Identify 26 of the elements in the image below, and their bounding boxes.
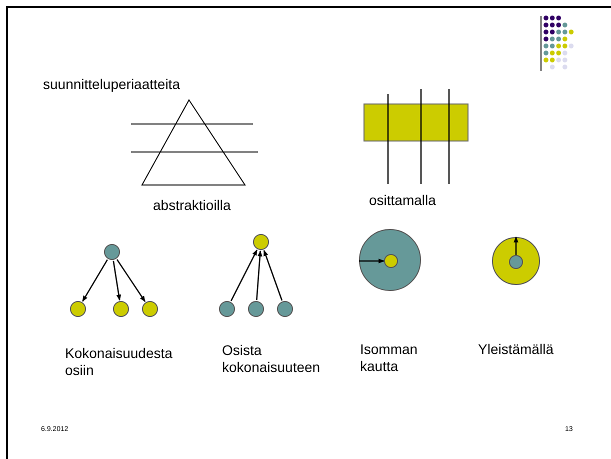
circle-node bbox=[70, 301, 86, 317]
caption-text: Yleistämällä bbox=[478, 341, 554, 358]
caption-text: Kokonaisuudesta osiin bbox=[65, 345, 174, 379]
arrow bbox=[359, 258, 385, 264]
circle-node bbox=[253, 234, 269, 250]
circle-node bbox=[492, 237, 540, 285]
arrow bbox=[116, 259, 146, 302]
caption-text: Osista kokonaisuuteen bbox=[222, 342, 322, 376]
circle-node bbox=[113, 301, 129, 317]
circle-node bbox=[384, 254, 398, 268]
caption-text: abstraktioilla bbox=[153, 197, 231, 214]
caption-text: osittamalla bbox=[369, 192, 436, 209]
arrow bbox=[263, 250, 283, 301]
circle-node bbox=[509, 255, 523, 269]
arrow bbox=[256, 250, 262, 300]
arrow bbox=[82, 259, 108, 302]
arrow bbox=[112, 260, 122, 301]
arrow bbox=[230, 250, 258, 302]
circle-node bbox=[104, 244, 120, 260]
caption-text: suunnitteluperiaatteita bbox=[43, 76, 180, 93]
caption-text: Isomman kautta bbox=[360, 341, 419, 375]
arrow bbox=[514, 236, 518, 255]
circle-node bbox=[248, 301, 264, 317]
circle-node bbox=[277, 301, 293, 317]
circle-node bbox=[142, 301, 158, 317]
circle-node bbox=[219, 301, 235, 317]
